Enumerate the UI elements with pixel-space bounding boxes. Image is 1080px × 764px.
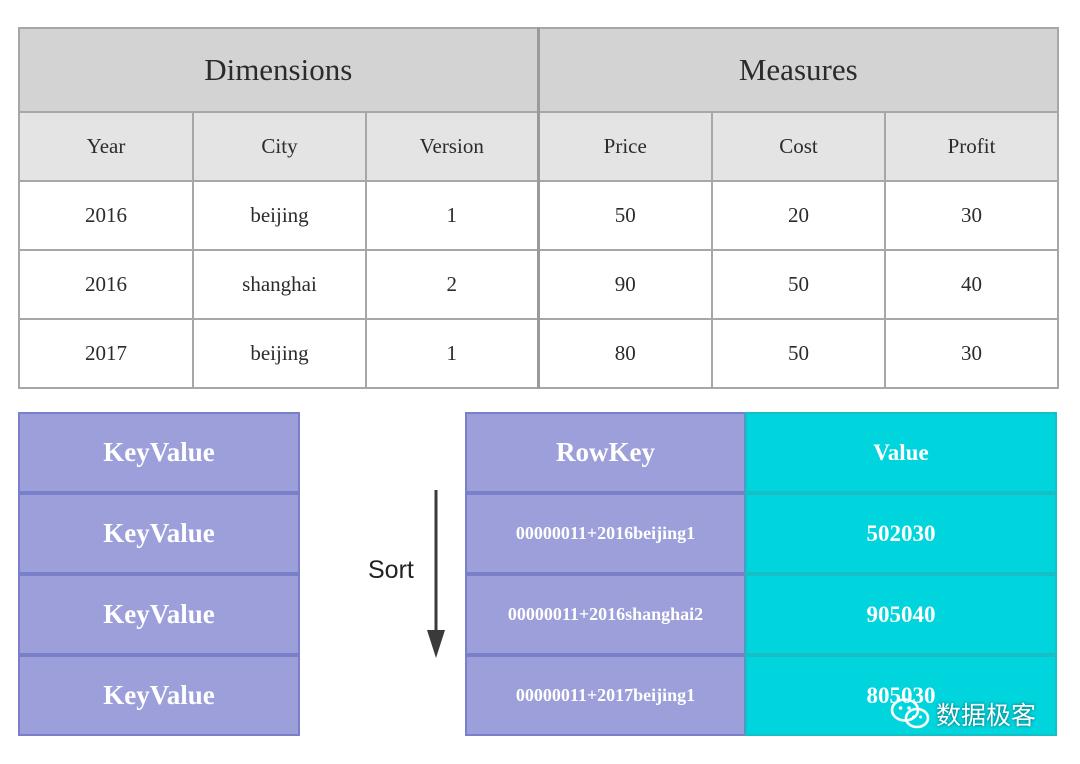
column-header-cost: Cost bbox=[711, 111, 886, 182]
table-row: 2016 shanghai 2 90 50 40 bbox=[18, 249, 1060, 320]
table-row: 2017 beijing 1 80 50 30 bbox=[18, 318, 1060, 389]
value-header: Value bbox=[745, 412, 1057, 493]
value-cell: 905040 bbox=[745, 574, 1057, 655]
watermark: 数据极客 bbox=[890, 694, 1036, 734]
rowkey-header: RowKey bbox=[465, 412, 746, 493]
column-header-profit: Profit bbox=[883, 111, 1060, 182]
cell-profit: 30 bbox=[883, 180, 1060, 251]
cell-cost: 50 bbox=[711, 318, 886, 389]
rowkey-cell: 00000011+2016beijing1 bbox=[465, 493, 746, 574]
cell-cost: 20 bbox=[711, 180, 886, 251]
cell-profit: 30 bbox=[883, 318, 1060, 389]
column-header-price: Price bbox=[537, 111, 713, 182]
down-arrow-icon bbox=[427, 490, 445, 658]
watermark-text: 数据极客 bbox=[936, 701, 1037, 730]
cell-year: 2017 bbox=[18, 318, 194, 389]
wechat-icon bbox=[890, 698, 930, 729]
cell-city: shanghai bbox=[192, 249, 367, 320]
keyvalue-block: KeyValue bbox=[18, 412, 300, 493]
sort-label: Sort bbox=[368, 556, 414, 584]
cell-price: 50 bbox=[537, 180, 713, 251]
value-cell: 805030 bbox=[745, 655, 1057, 736]
cell-price: 90 bbox=[537, 249, 713, 320]
table-row: 2016 beijing 1 50 20 30 bbox=[18, 180, 1060, 251]
column-header-year: Year bbox=[18, 111, 194, 182]
cell-city: beijing bbox=[192, 318, 367, 389]
column-header-city: City bbox=[192, 111, 367, 182]
cell-profit: 40 bbox=[883, 249, 1060, 320]
column-header-version: Version bbox=[365, 111, 540, 182]
cell-version: 1 bbox=[365, 180, 540, 251]
cell-cost: 50 bbox=[711, 249, 886, 320]
source-table: Dimensions Measures Year City Version Pr… bbox=[18, 27, 1060, 389]
rowkey-cell: 00000011+2016shanghai2 bbox=[465, 574, 746, 655]
cell-city: beijing bbox=[192, 180, 367, 251]
group-header-dimensions: Dimensions bbox=[18, 27, 540, 113]
value-cell: 502030 bbox=[745, 493, 1057, 574]
cell-price: 80 bbox=[537, 318, 713, 389]
keyvalue-block: KeyValue bbox=[18, 493, 300, 574]
keyvalue-block: KeyValue bbox=[18, 655, 300, 736]
rowkey-cell: 00000011+2017beijing1 bbox=[465, 655, 746, 736]
cell-version: 2 bbox=[365, 249, 540, 320]
group-header-measures: Measures bbox=[536, 27, 1060, 113]
cell-version: 1 bbox=[365, 318, 540, 389]
cell-year: 2016 bbox=[18, 180, 194, 251]
keyvalue-block: KeyValue bbox=[18, 574, 300, 655]
cell-year: 2016 bbox=[18, 249, 194, 320]
